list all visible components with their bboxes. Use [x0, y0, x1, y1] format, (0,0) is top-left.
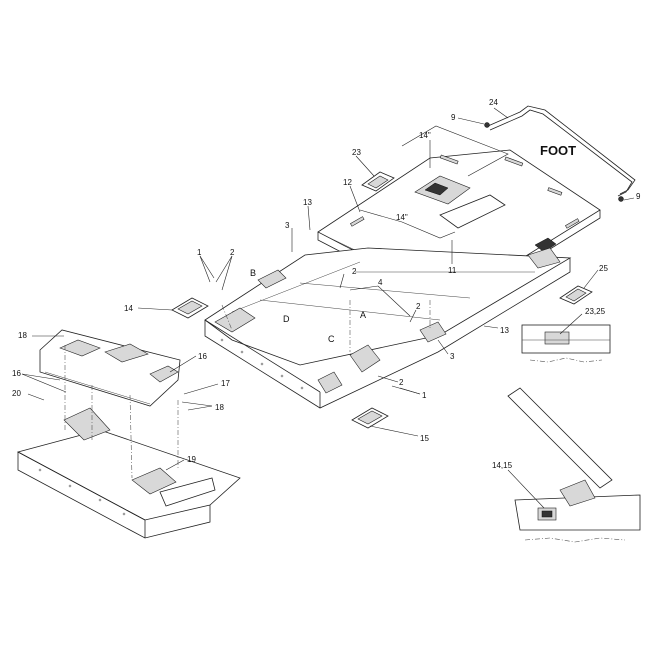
part-label-3-lower: 3: [450, 352, 455, 361]
part-label-14: 14: [124, 304, 133, 313]
leader-lines: [21, 107, 635, 509]
part-label-9-upper: 9: [451, 113, 456, 122]
part-label-19: 19: [187, 455, 196, 464]
part-label-11: 11: [448, 266, 457, 275]
part-label-13-right: 13: [500, 326, 509, 335]
upper-frame: [204, 247, 572, 409]
part-label-18-lower: 18: [215, 403, 224, 412]
part-label-12: 12: [343, 178, 352, 187]
part-label-2-right: 2: [416, 302, 421, 311]
letter-A: A: [360, 310, 366, 320]
gasket-14: [171, 297, 209, 319]
letter-B: B: [250, 268, 256, 278]
detail-inset-gasket: [521, 324, 611, 363]
part-label-23-25: 23,25: [585, 307, 606, 316]
part-label-17: 17: [221, 379, 230, 388]
lower-deck-plate: [39, 329, 181, 407]
lower-frame: [16, 407, 241, 539]
part-label-18-upper: 18: [18, 331, 27, 340]
part-label-13-upper: 13: [303, 198, 312, 207]
part-label-23: 23: [352, 148, 361, 157]
part-label-16-left: 16: [12, 369, 21, 378]
part-label-4: 4: [378, 278, 383, 287]
part-label-2-lower: 2: [399, 378, 404, 387]
part-label-20: 20: [12, 389, 21, 398]
part-label-1-upper: 1: [197, 248, 202, 257]
letter-C: C: [328, 334, 335, 344]
foot-end-label: FOOT: [540, 143, 576, 158]
gasket-15: [351, 407, 389, 429]
part-label-2-center: 2: [352, 267, 357, 276]
gasket-25: [559, 285, 593, 305]
part-label-2-upper: 2: [230, 248, 235, 257]
part-label-24: 24: [489, 98, 498, 107]
detail-inset-lever: [507, 387, 641, 543]
dimension-14in-upper: 14": [419, 131, 431, 140]
part-label-25: 25: [599, 264, 608, 273]
dimension-14in-lower: 14": [396, 213, 408, 222]
part-label-14-15: 14,15: [492, 461, 513, 470]
part-label-1-lower: 1: [422, 391, 427, 400]
gasket-23: [361, 171, 395, 192]
part-label-3-upper: 3: [285, 221, 290, 230]
part-label-15: 15: [420, 434, 429, 443]
dimension-lines: [359, 125, 509, 239]
part-label-16-right: 16: [198, 352, 207, 361]
foot-rod: [484, 105, 636, 202]
part-label-9-lower: 9: [636, 192, 641, 201]
letter-D: D: [283, 314, 290, 324]
